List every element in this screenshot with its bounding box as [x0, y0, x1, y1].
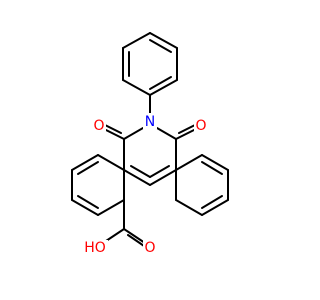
bond: [201, 161, 223, 175]
bond: [201, 195, 223, 209]
bond: [201, 199, 229, 216]
bond: [149, 169, 177, 186]
imide-ring: [123, 127, 177, 186]
bond: [77, 195, 99, 209]
carbonyl-left: [102, 123, 125, 140]
o-atom-label-right: O: [195, 118, 206, 134]
bond: [175, 129, 195, 140]
bond: [149, 32, 178, 49]
o-atom-label-left: O: [93, 118, 104, 134]
phenyl-ring: [122, 32, 178, 96]
bond: [149, 79, 178, 96]
bond: [130, 165, 151, 178]
bond: [71, 199, 99, 216]
ho-atom-label: HO: [84, 240, 106, 256]
carbonyl-right: [175, 123, 198, 140]
bond: [156, 127, 177, 140]
n-atom-label: N: [145, 114, 155, 130]
bond: [105, 129, 125, 140]
bond: [77, 161, 99, 175]
bond: [149, 76, 172, 90]
bond: [97, 154, 125, 171]
bond: [123, 169, 151, 186]
bond: [97, 199, 125, 216]
bond: [149, 165, 170, 178]
right-aromatic-ring: [175, 154, 229, 216]
o-atom-label-acid-double: O: [144, 240, 155, 256]
bond: [201, 154, 229, 171]
structure-diagram: N O O O HO: [71, 32, 229, 256]
molecule-canvas: N O O O HO: [71, 32, 229, 256]
bond: [71, 154, 99, 171]
bond: [149, 39, 172, 53]
bond: [123, 127, 144, 140]
bond: [123, 228, 146, 244]
bond: [122, 79, 151, 96]
bond: [175, 154, 203, 171]
bond: [175, 199, 203, 216]
left-aromatic-ring: [71, 154, 125, 216]
bond: [122, 32, 151, 49]
